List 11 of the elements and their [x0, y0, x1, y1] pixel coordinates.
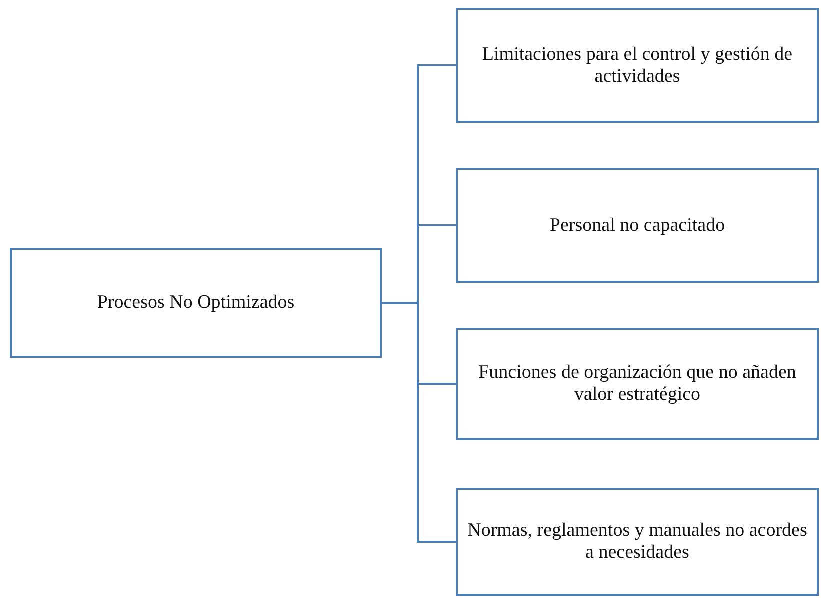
process-box	[456, 168, 819, 283]
process-box	[10, 248, 382, 358]
box-label: Procesos No Optimizados	[97, 292, 295, 314]
box-label: Personal no capacitado	[550, 214, 726, 236]
process-box	[456, 488, 819, 596]
connector-line	[382, 302, 456, 543]
process-box	[456, 8, 819, 123]
box-label: Funciones de organización que no añaden valor estratégico	[478, 362, 798, 406]
box-label: Normas, reglamentos y manuales no acordes a necesidades	[466, 520, 808, 564]
box-label: Limitaciones para el control y gestión de actividades	[481, 44, 794, 88]
process-box	[456, 328, 819, 440]
